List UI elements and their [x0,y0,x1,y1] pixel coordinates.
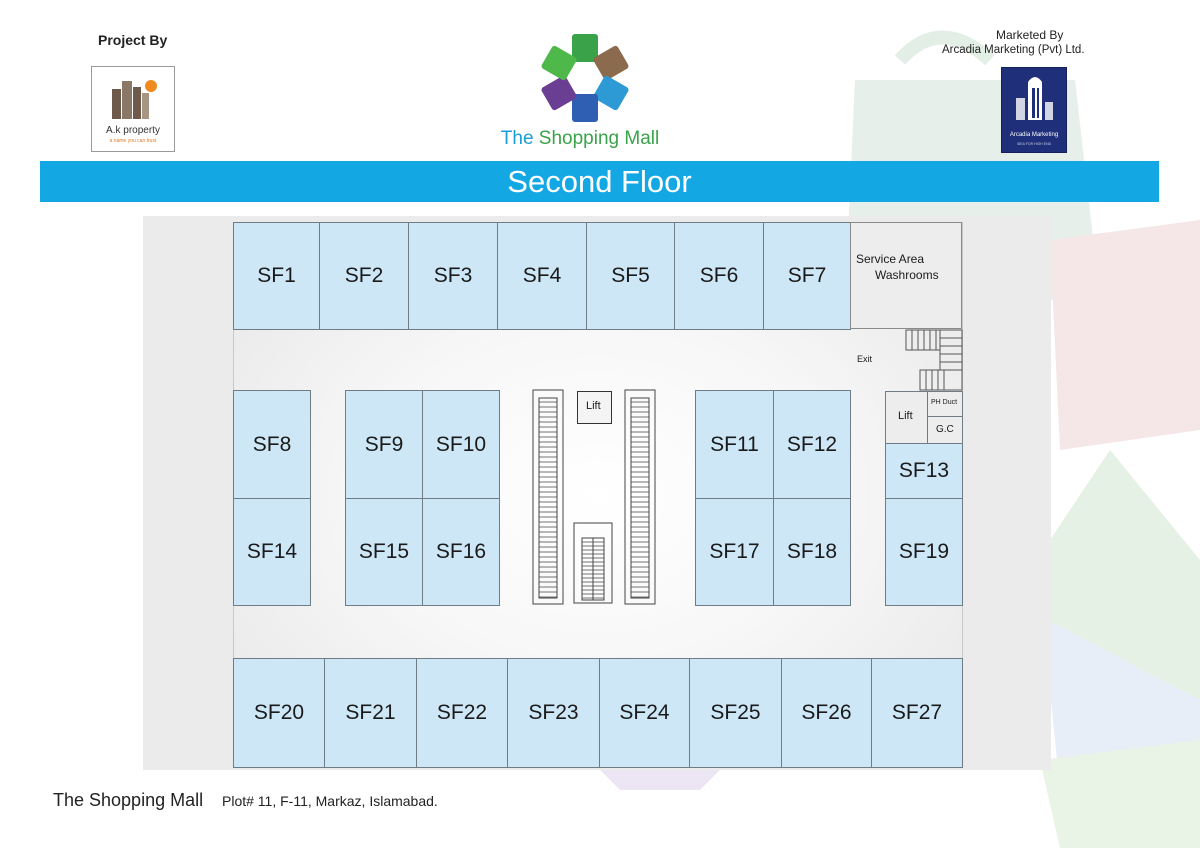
center-lift [577,391,612,424]
shop-sf5[interactable]: SF5 [586,222,675,330]
washrooms-label: Washrooms [875,268,939,282]
shop-sf14[interactable]: SF14 [233,498,311,606]
floor-title-banner: Second Floor [40,161,1159,202]
gc-room [927,416,963,444]
shop-sf8[interactable]: SF8 [233,390,311,499]
stairs-right-icon [905,329,963,391]
shopping-bags-icon [541,34,629,122]
escalators-icon [532,389,656,605]
ak-property-tagline: a name you can trust [109,138,157,144]
shop-sf25[interactable]: SF25 [689,658,782,768]
shop-sf22[interactable]: SF22 [416,658,508,768]
ak-property-name: A.k property [106,125,160,136]
shop-sf1[interactable]: SF1 [233,222,320,330]
shop-sf16[interactable]: SF16 [422,498,500,606]
shop-sf3[interactable]: SF3 [408,222,498,330]
ph-duct [927,391,963,417]
arcadia-marketing-logo: Arcadia Marketing IDEA FOR HIGH END [1001,67,1067,153]
shop-sf18[interactable]: SF18 [773,498,851,606]
exit-label: Exit [857,354,873,364]
side-lift [885,391,928,444]
arcadia-logo-subtext: IDEA FOR HIGH END [1016,142,1052,146]
shop-sf10[interactable]: SF10 [422,390,500,499]
service-area-label: Service Area [856,252,925,266]
shop-sf2[interactable]: SF2 [319,222,409,330]
shop-sf4[interactable]: SF4 [497,222,587,330]
side-lift-label: Lift [898,410,913,422]
footer-address: Plot# 11, F-11, Markaz, Islamabad. [222,793,438,809]
shop-sf11[interactable]: SF11 [695,390,774,499]
mall-title: The Shopping Mall [470,128,690,150]
shop-sf24[interactable]: SF24 [599,658,690,768]
shop-sf7[interactable]: SF7 [763,222,851,330]
marketer-name: Arcadia Marketing (Pvt) Ltd. [942,44,1085,56]
arcadia-logo-text: Arcadia Marketing [1009,132,1059,138]
footer-mall-name: The Shopping Mall [53,790,204,810]
gc-label: G.C [936,424,954,435]
ph-duct-label: PH Duct [931,399,958,406]
service-area [850,222,962,329]
tower-icon [1016,77,1053,120]
shop-sf23[interactable]: SF23 [507,658,600,768]
shop-sf17[interactable]: SF17 [695,498,774,606]
buildings-icon [112,80,157,119]
shop-sf6[interactable]: SF6 [674,222,764,330]
shop-sf21[interactable]: SF21 [324,658,417,768]
mall-title-the: The [500,128,534,149]
project-by-label: Project By [98,32,168,48]
shop-sf19[interactable]: SF19 [885,498,963,606]
ak-property-logo: A.k property a name you can trust [91,66,175,152]
shop-sf20[interactable]: SF20 [233,658,325,768]
center-lift-label: Lift [586,400,601,412]
shop-sf13[interactable]: SF13 [885,443,963,499]
marketed-by-label: Marketed By [996,28,1064,42]
shop-sf15[interactable]: SF15 [345,498,423,606]
shop-sf12[interactable]: SF12 [773,390,851,499]
shop-sf26[interactable]: SF26 [781,658,872,768]
shop-sf9[interactable]: SF9 [345,390,423,499]
shop-sf27[interactable]: SF27 [871,658,963,768]
mall-title-shopping-mall: Shopping Mall [538,128,660,149]
